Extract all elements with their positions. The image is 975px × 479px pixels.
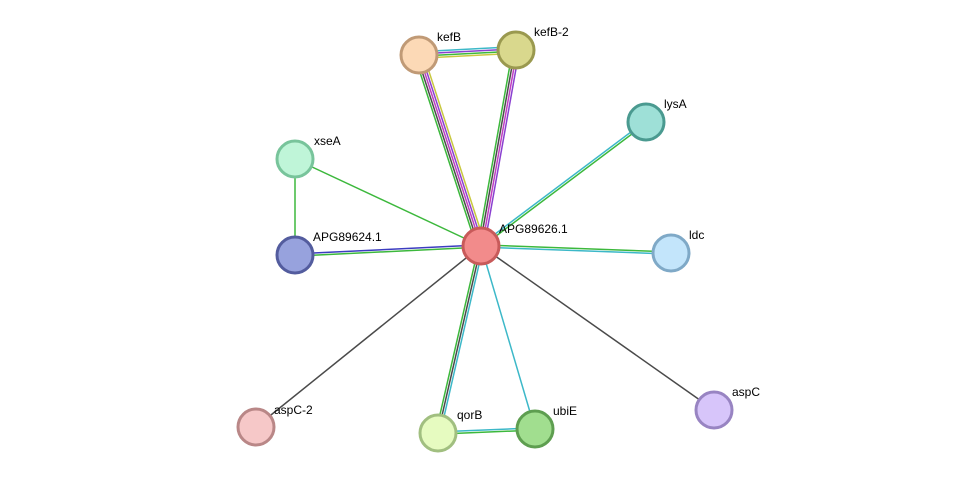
node-label: APG89624.1 (313, 230, 382, 244)
edge-line (479, 49, 516, 246)
edge-line (483, 50, 520, 247)
edge-line (422, 53, 486, 245)
node-circle[interactable] (515, 409, 555, 449)
node-circle[interactable] (275, 235, 315, 275)
node-circle[interactable] (399, 35, 439, 75)
node-ldc[interactable]: ldc (651, 228, 704, 273)
node-qorb[interactable]: qorB (418, 408, 482, 453)
node-label: kefB-2 (534, 25, 569, 39)
node-circle[interactable] (418, 413, 458, 453)
edge-apg89626-1-aspc-2[interactable] (255, 245, 482, 428)
node-circle[interactable] (496, 30, 536, 70)
network-nodes: APG89626.1 kefB kefB-2 lysA xseA APG89624.1 ld… (236, 25, 760, 453)
edge-line (295, 246, 482, 257)
node-circle[interactable] (626, 102, 666, 142)
edge-line (481, 244, 672, 253)
edge-line (294, 158, 482, 247)
edge-line (480, 245, 715, 411)
edge-line (416, 55, 480, 247)
edge-apg89626-1-ldc[interactable] (480, 244, 672, 255)
edge-line (435, 245, 480, 433)
edge-apg89626-1-apg89624-1[interactable] (294, 244, 482, 257)
edge-line (479, 120, 646, 246)
edge-line (480, 246, 671, 255)
node-circle[interactable] (694, 390, 734, 430)
node-aspc-2[interactable]: aspC-2 (236, 403, 313, 447)
edge-line (414, 56, 478, 248)
edge-line (480, 245, 536, 430)
node-label: qorB (457, 408, 482, 422)
node-aspc[interactable]: aspC (694, 385, 760, 430)
node-label: aspC-2 (274, 403, 313, 417)
node-apg89624-1[interactable]: APG89624.1 (275, 230, 382, 275)
node-label: kefB (437, 30, 461, 44)
edge-line (420, 54, 484, 246)
node-apg89626-1[interactable]: APG89626.1 (461, 222, 568, 266)
node-xsea[interactable]: xseA (275, 134, 341, 179)
node-label: lysA (664, 97, 687, 111)
node-circle[interactable] (236, 407, 276, 447)
node-label: ldc (689, 228, 704, 242)
node-ubie[interactable]: ubiE (515, 404, 577, 449)
node-label: aspC (732, 385, 760, 399)
node-circle[interactable] (461, 226, 501, 266)
edge-line (439, 246, 484, 434)
node-kefb[interactable]: kefB (399, 30, 461, 75)
node-label: APG89626.1 (499, 222, 568, 236)
edge-line (481, 122, 648, 248)
node-label: xseA (314, 134, 341, 148)
edge-line (418, 54, 482, 247)
node-circle[interactable] (651, 233, 691, 273)
edge-apg89626-1-xsea[interactable] (294, 158, 482, 247)
edge-apg89626-1-lysa[interactable] (479, 120, 648, 248)
edge-line (477, 49, 514, 246)
node-label: ubiE (553, 404, 577, 418)
edge-line (481, 50, 518, 247)
edge-line (294, 244, 481, 255)
node-lysa[interactable]: lysA (626, 97, 687, 142)
edge-apg89626-1-aspc[interactable] (480, 245, 715, 411)
edge-apg89626-1-qorb[interactable] (435, 245, 484, 434)
edge-apg89626-1-kefb[interactable] (414, 53, 486, 248)
node-circle[interactable] (275, 139, 315, 179)
edge-line (255, 245, 482, 428)
edge-apg89626-1-ubie[interactable] (480, 245, 536, 430)
edge-line (437, 245, 482, 434)
edge-apg89626-1-kefb-2[interactable] (477, 49, 520, 247)
node-kefb-2[interactable]: kefB-2 (496, 25, 569, 70)
